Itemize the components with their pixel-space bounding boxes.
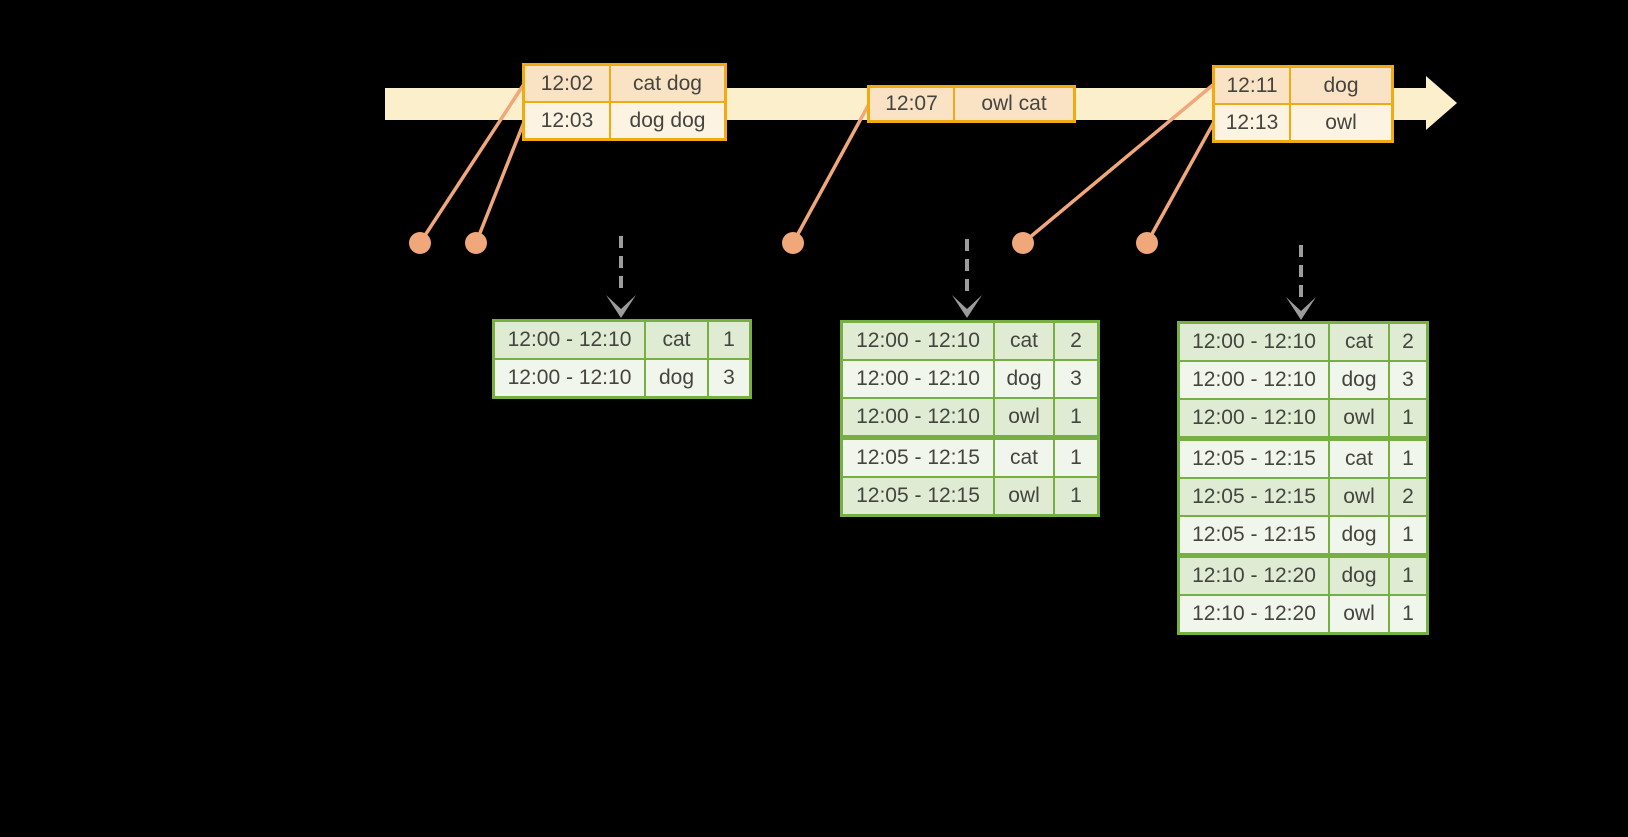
- result-row: 12:00 - 12:10 dog 3: [495, 360, 749, 396]
- result-row: 12:00 - 12:10 cat 2: [843, 323, 1097, 359]
- result-window: 12:00 - 12:10: [843, 361, 993, 397]
- result-count: 2: [1055, 323, 1097, 359]
- result-table-3: 12:00 - 12:10 cat 2 12:00 - 12:10 dog 3 …: [1177, 321, 1429, 635]
- event-table-3: 12:11 dog 12:13 owl: [1212, 65, 1394, 143]
- event-row: 12:03 dog dog: [525, 103, 724, 138]
- result-window: 12:00 - 12:10: [843, 323, 993, 359]
- result-row: 12:00 - 12:10 cat 1: [495, 322, 749, 358]
- result-count: 1: [1390, 441, 1426, 477]
- result-count: 2: [1390, 324, 1426, 360]
- result-row: 12:00 - 12:10 dog 3: [843, 361, 1097, 397]
- result-word: dog: [1330, 362, 1388, 398]
- result-word: cat: [1330, 324, 1388, 360]
- result-count: 1: [1055, 440, 1097, 476]
- result-word: owl: [995, 478, 1053, 514]
- result-word: owl: [1330, 400, 1388, 436]
- result-count: 3: [1055, 361, 1097, 397]
- event-dot-icon: [1012, 232, 1034, 254]
- result-window: 12:00 - 12:10: [495, 360, 644, 396]
- result-count: 1: [1055, 399, 1097, 435]
- result-count: 2: [1390, 479, 1426, 515]
- result-count: 1: [1390, 596, 1426, 632]
- connector-line: [1145, 120, 1216, 245]
- result-row: 12:10 - 12:20 owl 1: [1180, 596, 1426, 632]
- result-count: 1: [709, 322, 749, 358]
- down-arrowhead-icon: [952, 295, 982, 318]
- down-arrowhead-icon: [606, 295, 636, 318]
- result-window: 12:10 - 12:20: [1180, 596, 1328, 632]
- result-word: dog: [1330, 558, 1388, 594]
- result-table-1: 12:00 - 12:10 cat 1 12:00 - 12:10 dog 3: [492, 319, 752, 399]
- timeline-arrowhead-icon: [1426, 76, 1457, 130]
- result-window: 12:10 - 12:20: [1180, 558, 1328, 594]
- result-window: 12:00 - 12:10: [495, 322, 644, 358]
- result-window: 12:05 - 12:15: [1180, 517, 1328, 553]
- result-word: dog: [646, 360, 707, 396]
- event-dot-icon: [1136, 232, 1158, 254]
- result-row: 12:00 - 12:10 dog 3: [1180, 362, 1426, 398]
- connector-line: [474, 120, 526, 245]
- result-row: 12:00 - 12:10 owl 1: [843, 399, 1097, 435]
- result-window: 12:00 - 12:10: [843, 399, 993, 435]
- event-row: 12:02 cat dog: [525, 66, 724, 101]
- event-row: 12:11 dog: [1215, 68, 1391, 103]
- event-time: 12:11: [1215, 68, 1289, 103]
- event-time: 12:02: [525, 66, 609, 101]
- event-table-2: 12:07 owl cat: [867, 85, 1076, 123]
- event-words: owl: [1291, 105, 1391, 140]
- event-row: 12:07 owl cat: [870, 88, 1073, 120]
- result-row: 12:05 - 12:15 dog 1: [1180, 517, 1426, 553]
- connector-line: [791, 102, 871, 245]
- down-arrowhead-icon: [1286, 297, 1316, 320]
- result-row: 12:00 - 12:10 owl 1: [1180, 400, 1426, 436]
- result-word: cat: [995, 323, 1053, 359]
- result-window: 12:05 - 12:15: [843, 440, 993, 476]
- result-window: 12:05 - 12:15: [843, 478, 993, 514]
- event-words: cat dog: [611, 66, 724, 101]
- connector-line: [1021, 82, 1216, 245]
- result-row: 12:10 - 12:20 dog 1: [1180, 558, 1426, 594]
- result-word: owl: [1330, 479, 1388, 515]
- event-dot-icon: [465, 232, 487, 254]
- result-word: cat: [1330, 441, 1388, 477]
- result-count: 1: [1055, 478, 1097, 514]
- event-time: 12:07: [870, 88, 953, 120]
- result-count: 1: [1390, 517, 1426, 553]
- result-table-2: 12:00 - 12:10 cat 2 12:00 - 12:10 dog 3 …: [840, 320, 1100, 517]
- event-words: dog dog: [611, 103, 724, 138]
- result-word: cat: [646, 322, 707, 358]
- result-window: 12:00 - 12:10: [1180, 400, 1328, 436]
- result-count: 1: [1390, 558, 1426, 594]
- result-word: cat: [995, 440, 1053, 476]
- result-word: owl: [995, 399, 1053, 435]
- result-word: dog: [1330, 517, 1388, 553]
- event-words: owl cat: [955, 88, 1073, 120]
- result-row: 12:05 - 12:15 cat 1: [1180, 441, 1426, 477]
- event-dot-icon: [409, 232, 431, 254]
- result-count: 3: [1390, 362, 1426, 398]
- result-window: 12:05 - 12:15: [1180, 479, 1328, 515]
- result-count: 3: [709, 360, 749, 396]
- result-row: 12:05 - 12:15 owl 2: [1180, 479, 1426, 515]
- result-row: 12:00 - 12:10 cat 2: [1180, 324, 1426, 360]
- event-dot-icon: [782, 232, 804, 254]
- event-row: 12:13 owl: [1215, 105, 1391, 140]
- result-row: 12:05 - 12:15 owl 1: [843, 478, 1097, 514]
- result-window: 12:00 - 12:10: [1180, 362, 1328, 398]
- result-row: 12:05 - 12:15 cat 1: [843, 440, 1097, 476]
- result-window: 12:00 - 12:10: [1180, 324, 1328, 360]
- event-time: 12:13: [1215, 105, 1289, 140]
- result-word: owl: [1330, 596, 1388, 632]
- result-count: 1: [1390, 400, 1426, 436]
- event-table-1: 12:02 cat dog 12:03 dog dog: [522, 63, 727, 141]
- result-window: 12:05 - 12:15: [1180, 441, 1328, 477]
- result-word: dog: [995, 361, 1053, 397]
- event-time: 12:03: [525, 103, 609, 138]
- connector-line: [418, 82, 526, 245]
- event-words: dog: [1291, 68, 1391, 103]
